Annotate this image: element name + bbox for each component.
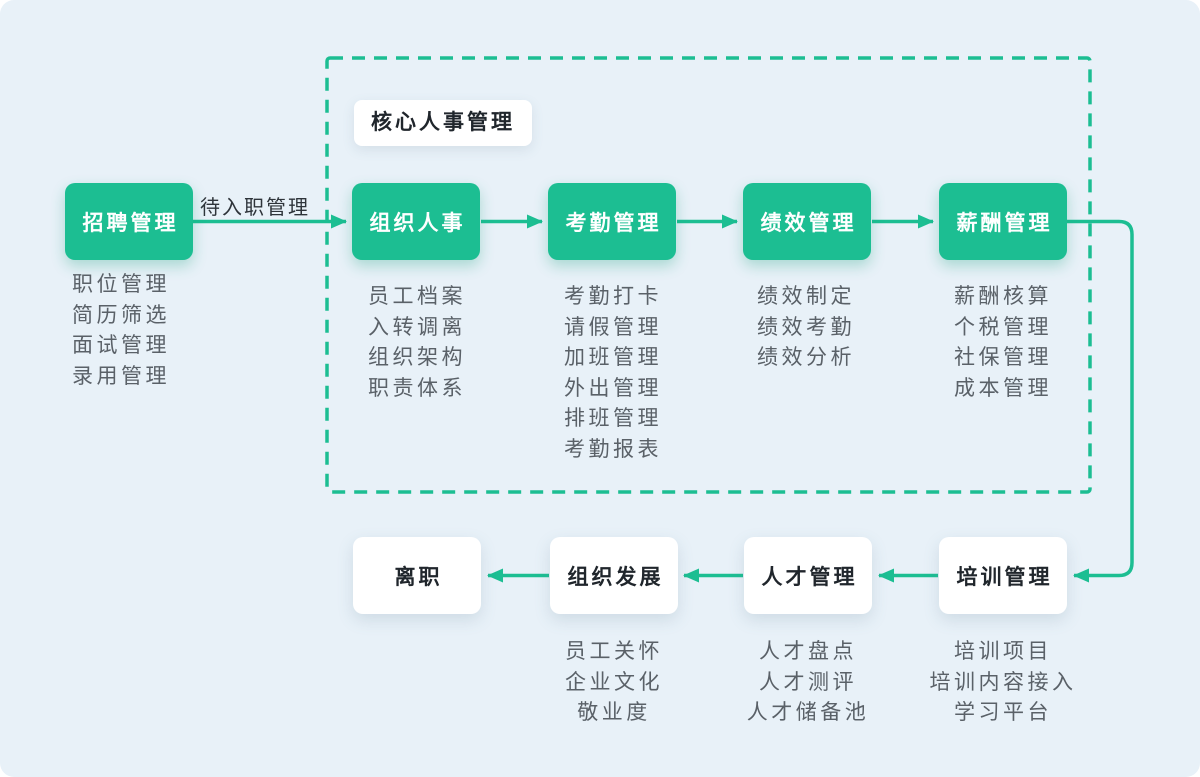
feature-item: 学习平台 (954, 701, 1052, 724)
node-title: 考勤管理 (565, 211, 662, 235)
feature-item: 考勤报表 (564, 437, 662, 461)
feature-item: 薪酬核算 (954, 285, 1052, 308)
node-title: 薪酬管理 (956, 211, 1053, 235)
feature-item: 绩效分析 (757, 346, 855, 369)
node-title: 组织人事 (369, 211, 466, 235)
node-attendance-management: 考勤管理 (548, 183, 676, 260)
node-organization-personnel: 组织人事 (352, 183, 480, 260)
feature-item: 简历筛选 (72, 303, 170, 327)
feature-item: 敬业度 (577, 701, 651, 724)
feature-item: 录用管理 (72, 364, 170, 388)
feature-item: 成本管理 (954, 376, 1052, 400)
attendance-feature-list: 考勤打卡 请假管理 加班管理 外出管理 排班管理 考勤报表 (564, 282, 662, 465)
pending-onboarding-arrow-label: 待入职管理 (200, 197, 310, 219)
feature-item: 加班管理 (564, 346, 662, 369)
performance-feature-list: 绩效制定 绩效考勤 绩效分析 (757, 282, 855, 374)
feature-item: 考勤打卡 (564, 285, 662, 308)
feature-item: 绩效考勤 (757, 315, 855, 339)
node-title: 组织发展 (567, 565, 664, 589)
node-organization-development: 组织发展 (550, 537, 678, 614)
feature-item: 企业文化 (565, 670, 663, 694)
core-hr-group-frame (325, 56, 1092, 494)
organization-development-feature-list: 员工关怀 企业文化 敬业度 (530, 637, 698, 729)
feature-item: 组织架构 (368, 346, 466, 369)
node-compensation-management: 薪酬管理 (939, 183, 1067, 260)
feature-item: 员工档案 (368, 285, 466, 308)
core-hr-group-label: 核心人事管理 (354, 100, 532, 146)
feature-item: 个税管理 (954, 315, 1052, 339)
connector-compensation-to-training (1067, 219, 1134, 583)
organization-personnel-feature-list: 员工档案 入转调离 组织架构 职责体系 (368, 282, 466, 404)
recruitment-feature-list: 职位管理 简历筛选 面试管理 录用管理 (72, 270, 170, 392)
feature-item: 面试管理 (72, 334, 170, 357)
node-offboarding: 离职 (353, 537, 481, 614)
node-title: 培训管理 (956, 565, 1053, 589)
compensation-feature-list: 薪酬核算 个税管理 社保管理 成本管理 (954, 282, 1052, 404)
feature-item: 请假管理 (564, 315, 662, 339)
node-talent-management: 人才管理 (744, 537, 872, 614)
node-training-management: 培训管理 (939, 537, 1067, 614)
feature-item: 外出管理 (564, 376, 662, 400)
node-title: 人才管理 (761, 565, 858, 589)
training-feature-list: 培训项目 培训内容接入 学习平台 (919, 637, 1087, 729)
node-title: 招聘管理 (82, 211, 179, 235)
node-recruitment: 招聘管理 (65, 183, 193, 260)
feature-item: 培训项目 (954, 640, 1052, 663)
feature-item: 培训内容接入 (929, 670, 1077, 694)
feature-item: 人才储备池 (746, 701, 870, 724)
feature-item: 人才盘点 (759, 640, 857, 663)
feature-item: 社保管理 (954, 346, 1052, 369)
feature-item: 人才测评 (759, 670, 857, 694)
talent-feature-list: 人才盘点 人才测评 人才储备池 (724, 637, 892, 729)
node-performance-management: 绩效管理 (743, 183, 871, 260)
feature-item: 员工关怀 (565, 640, 663, 663)
feature-item: 入转调离 (368, 315, 466, 339)
feature-item: 绩效制定 (757, 285, 855, 308)
node-title: 离职 (394, 565, 443, 589)
node-title: 绩效管理 (760, 211, 857, 235)
feature-item: 排班管理 (564, 407, 662, 430)
feature-item: 职责体系 (368, 376, 466, 400)
feature-item: 职位管理 (72, 273, 170, 296)
